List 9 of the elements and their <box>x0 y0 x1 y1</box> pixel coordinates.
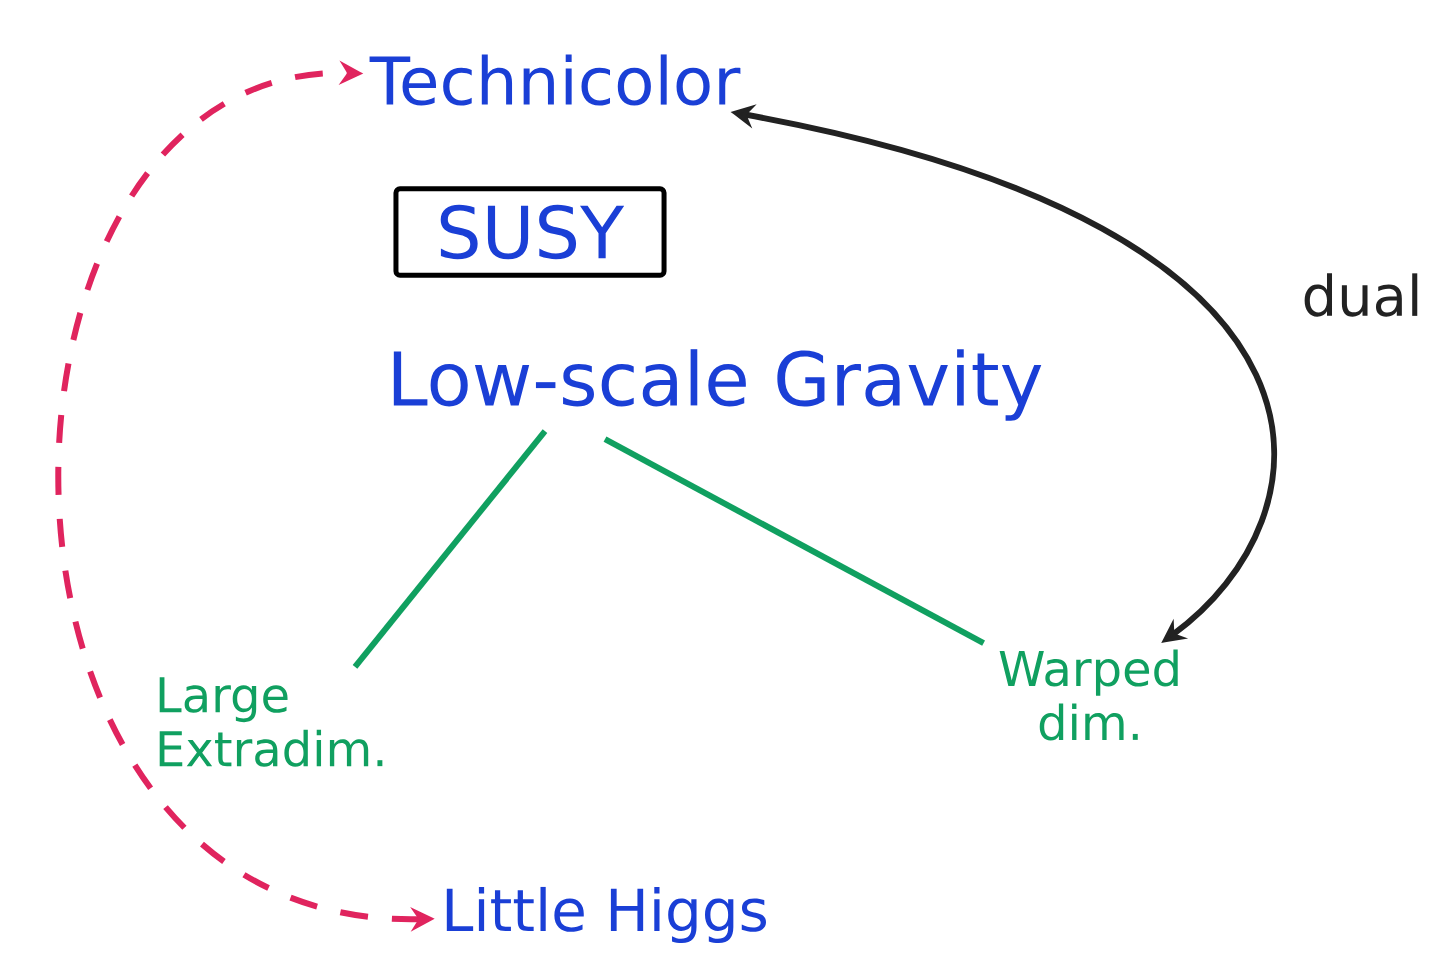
connector-line <box>352 429 548 669</box>
branch-label: Warped dim. <box>999 649 1178 741</box>
heading-text: Little Higgs <box>446 886 766 944</box>
title-text: Technicolor <box>369 54 741 106</box>
connector-line <box>603 436 986 646</box>
branch-label: Large Extradim. <box>159 677 383 767</box>
edge-label: dual <box>1297 269 1427 321</box>
heading-text: Low-scale Gravity <box>393 349 1042 421</box>
boxed-label: SUSY <box>393 186 667 278</box>
